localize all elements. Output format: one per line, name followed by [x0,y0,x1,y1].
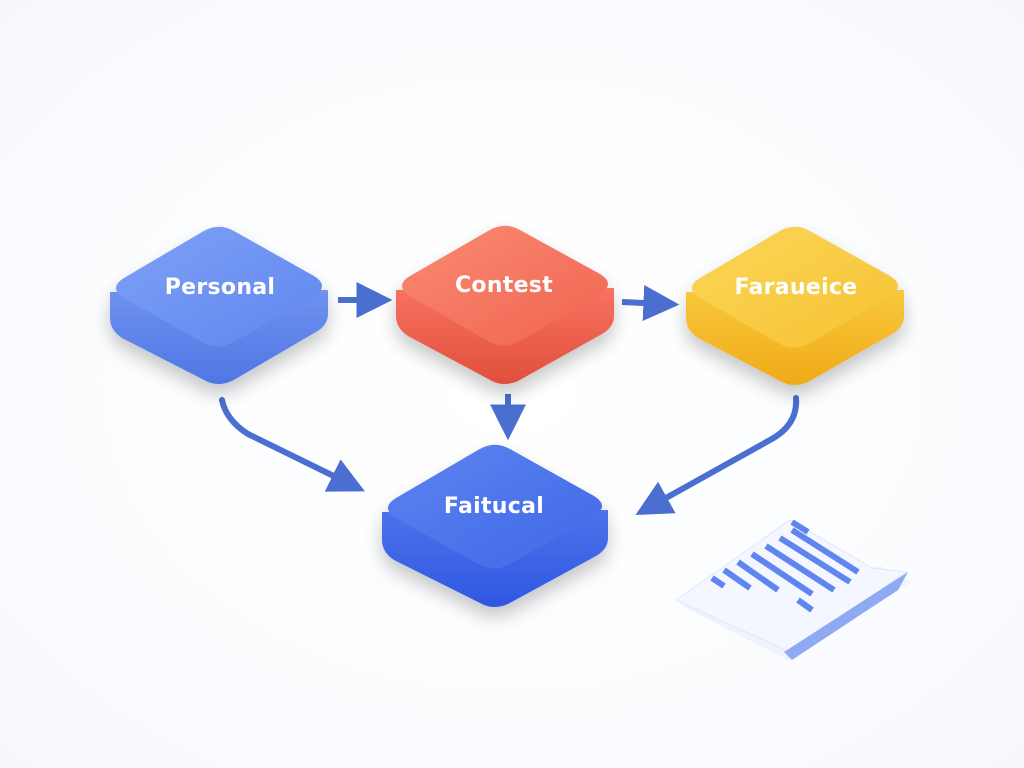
document-line [796,597,814,613]
document-line [722,567,752,591]
node-personal-label: Personal [165,275,276,300]
node-faitucal-label: Faitucal [444,494,544,519]
document-icon-sheet [674,519,908,653]
node-faitucal[interactable]: Faitucal [382,444,608,607]
document-icon-lines [710,519,860,613]
document-icon-fold [784,572,908,660]
document-line [710,575,726,589]
document-line [790,527,860,575]
edges [219,282,800,516]
document-line [764,543,836,593]
node-faraueice-top [692,226,898,348]
node-personal-top [116,226,322,347]
node-contest[interactable]: Contest [396,225,614,384]
node-personal[interactable]: Personal [110,226,328,384]
arrow-faraueice-to-faitucal [635,395,800,516]
node-faitucal-top [388,444,602,569]
document-line [790,519,810,535]
node-contest-top [402,225,608,346]
document-line [778,535,852,585]
document-icon [674,519,912,660]
arrow-contest-to-faraueice [621,285,680,321]
node-faraueice[interactable]: Faraueice [686,226,904,385]
document-line [736,559,780,593]
node-faraueice-label: Faraueice [734,275,857,300]
document-line [750,551,814,597]
node-contest-label: Contest [455,273,553,298]
arrow-personal-to-faitucal [219,397,365,492]
